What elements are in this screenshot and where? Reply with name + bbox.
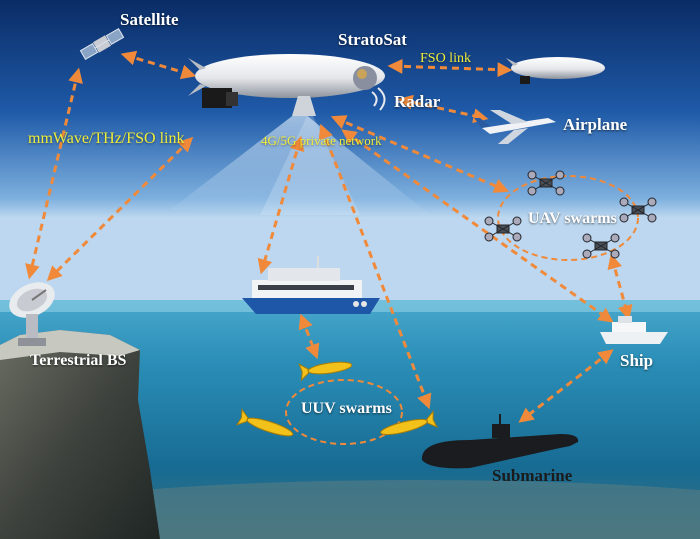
label-uuv-swarms: UUV swarms xyxy=(301,400,392,417)
submarine-icon xyxy=(421,414,579,469)
link-boat-uuv xyxy=(298,313,320,360)
ship-icon xyxy=(600,316,668,344)
label-satellite: Satellite xyxy=(120,10,179,29)
link-stratosat-uuv xyxy=(318,123,432,410)
label-submarine: Submarine xyxy=(492,466,573,485)
link-radar-airplane xyxy=(397,94,489,124)
cliff xyxy=(0,330,160,539)
link-satellite-bs xyxy=(25,67,83,280)
label-stratosat: StratoSat xyxy=(338,30,407,49)
stratosat-icon xyxy=(188,54,385,116)
label-mmwave-link: mmWave/THz/FSO link xyxy=(28,130,185,147)
satellite-icon xyxy=(79,27,125,61)
uuv-vehicle xyxy=(380,410,439,436)
uav-drone xyxy=(582,233,620,259)
link-ship-submarine xyxy=(518,349,614,423)
uuv-vehicle xyxy=(298,361,353,382)
radar-icon xyxy=(371,87,386,111)
label-radar: Radar xyxy=(394,92,441,111)
seabed xyxy=(0,480,700,539)
label-ship: Ship xyxy=(620,351,654,370)
uuv-vehicle xyxy=(235,408,294,437)
link-stratosat-bs xyxy=(46,136,194,282)
uav-drone xyxy=(484,216,522,242)
uuv-swarm-boundary xyxy=(285,379,403,445)
terrestrial-bs-icon xyxy=(9,282,55,346)
label-private-network: 4G/5G private network xyxy=(261,133,382,148)
uav-drone xyxy=(527,170,565,196)
uav-swarm-boundary xyxy=(497,175,639,261)
link-uav-ship xyxy=(607,253,633,321)
label-uav-swarms: UAV swarms xyxy=(528,210,617,227)
uuv-vehicles xyxy=(235,361,439,437)
label-fso-link: FSO link xyxy=(420,51,471,66)
fso-blimp-icon xyxy=(506,57,605,84)
airplane-icon xyxy=(474,110,556,144)
label-airplane: Airplane xyxy=(563,115,628,134)
label-terrestrial-bs: Terrestrial BS xyxy=(30,352,127,369)
link-stratosat-boat xyxy=(257,135,305,275)
uav-drones xyxy=(484,170,657,259)
communication-links xyxy=(25,50,633,423)
link-stratosat-fso xyxy=(387,58,513,78)
uav-drone xyxy=(619,197,657,223)
boat-icon xyxy=(242,256,380,314)
